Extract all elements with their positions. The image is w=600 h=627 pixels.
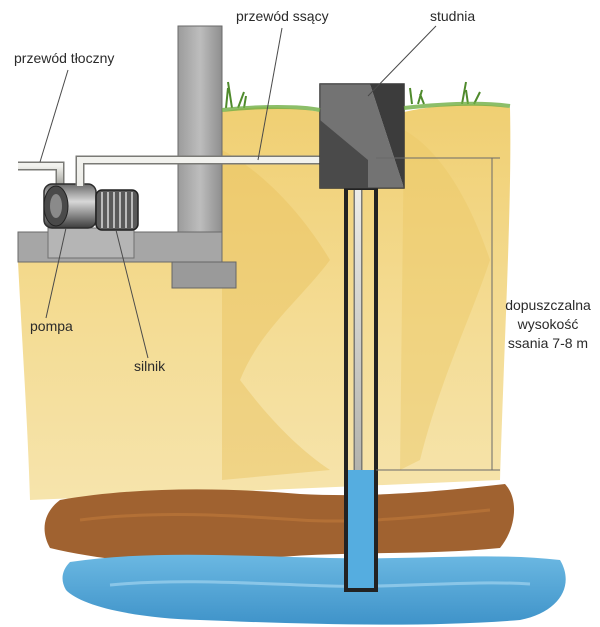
well-water bbox=[348, 470, 374, 588]
groundwater-ripples bbox=[109, 580, 531, 588]
groundwater bbox=[62, 554, 566, 625]
leader-motor bbox=[115, 229, 149, 359]
leader-suction bbox=[257, 27, 283, 161]
grass bbox=[225, 81, 481, 109]
label-discharge-pipe: przewód tłoczny bbox=[14, 50, 115, 66]
leader-pump bbox=[45, 227, 67, 319]
well-head bbox=[319, 83, 405, 189]
label-suction-height: dopuszczalna wysokość ssania 7-8 m bbox=[500, 296, 596, 353]
soil-layer bbox=[18, 104, 511, 500]
leader-discharge bbox=[39, 69, 69, 163]
label-suction-height-line-1: dopuszczalna bbox=[505, 297, 591, 313]
foundation-footing bbox=[171, 261, 237, 289]
suction-height-dimension bbox=[376, 157, 500, 471]
label-motor: silnik bbox=[134, 358, 166, 374]
label-suction-height-line-2: wysokość bbox=[517, 316, 579, 332]
soil-shading bbox=[222, 150, 330, 480]
leader-well bbox=[367, 25, 437, 97]
leader-lines bbox=[39, 25, 437, 359]
label-suction-height-line-3: ssania 7-8 m bbox=[507, 335, 589, 351]
pump bbox=[43, 183, 97, 229]
motor bbox=[95, 189, 139, 231]
pump-base bbox=[47, 227, 135, 259]
grass-strip bbox=[221, 101, 511, 112]
soil-shading-right bbox=[400, 130, 490, 470]
clay-layer bbox=[44, 484, 515, 564]
clay-highlight bbox=[79, 508, 491, 523]
label-suction-pipe: przewód ssący bbox=[236, 8, 329, 24]
house-wall bbox=[177, 25, 223, 263]
label-well: studnia bbox=[430, 8, 476, 24]
label-pump: pompa bbox=[30, 318, 73, 334]
